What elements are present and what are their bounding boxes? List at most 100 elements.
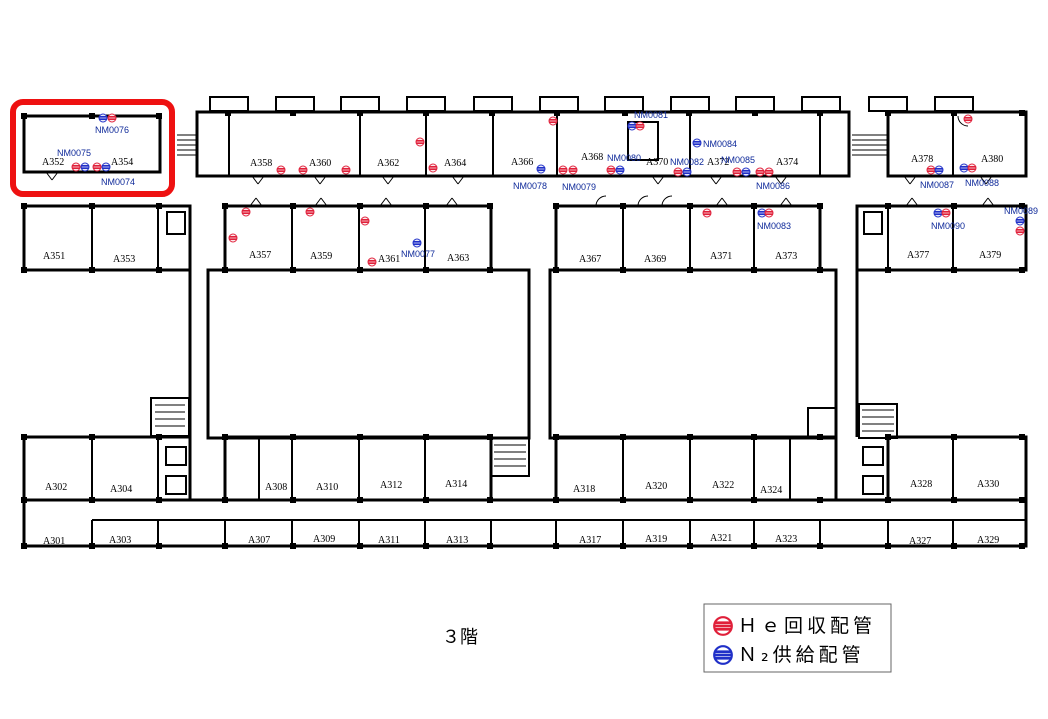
he-marker xyxy=(92,162,102,172)
nm-label: NM0088 xyxy=(965,178,999,188)
n2-marker xyxy=(934,165,944,175)
nm-label: NM0085 xyxy=(721,155,755,165)
room-label: A303 xyxy=(109,535,131,546)
stairs-top-right xyxy=(852,134,888,156)
room-label: A377 xyxy=(907,250,929,261)
room-label: A371 xyxy=(710,251,732,262)
n2-marker xyxy=(98,113,108,123)
room-label: A327 xyxy=(909,536,931,547)
room-label: A359 xyxy=(310,251,332,262)
he-marker xyxy=(926,165,936,175)
room-label: A378 xyxy=(911,154,933,165)
he-marker xyxy=(558,165,568,175)
room-label: A372 xyxy=(707,157,729,168)
room-label: A309 xyxy=(313,534,335,545)
he-marker xyxy=(673,167,683,177)
nm-label: NM0083 xyxy=(757,221,791,231)
he-marker xyxy=(963,114,973,124)
room-label: A320 xyxy=(645,481,667,492)
legend-label-he: Ｈｅ回収配管 xyxy=(738,615,876,637)
room-label: A328 xyxy=(910,479,932,490)
room-label: A364 xyxy=(444,158,466,169)
highlight-box xyxy=(10,99,175,197)
n2-marker xyxy=(627,121,637,131)
n2-marker xyxy=(536,164,546,174)
room-label: A379 xyxy=(979,250,1001,261)
n2-marker xyxy=(412,238,422,248)
n2-marker xyxy=(959,163,969,173)
structural-columns xyxy=(21,110,1025,549)
nm-label: NM0079 xyxy=(562,182,596,192)
he-marker xyxy=(732,167,742,177)
he-marker xyxy=(1015,226,1025,236)
room-label: A313 xyxy=(446,535,468,546)
room-label: A358 xyxy=(250,158,272,169)
room-label: A329 xyxy=(977,535,999,546)
top-wing xyxy=(22,110,1028,178)
room-label: A308 xyxy=(265,482,287,493)
room-label: A368 xyxy=(581,152,603,163)
nm-label: NM0075 xyxy=(57,148,91,158)
room-label: A373 xyxy=(775,251,797,262)
room-label: A357 xyxy=(249,250,271,261)
room-label: A374 xyxy=(776,157,798,168)
he-marker xyxy=(107,113,117,123)
courtyards xyxy=(188,268,859,440)
nm-labels: NM0076 NM0075 NM0074 NM0078 NM0079 NM008… xyxy=(57,110,1038,259)
he-marker xyxy=(71,162,81,172)
nm-label: NM0086 xyxy=(756,181,790,191)
he-marker xyxy=(305,207,315,217)
pipe-markers xyxy=(71,113,1025,267)
room-label: A380 xyxy=(981,154,1003,165)
room-label: A310 xyxy=(316,482,338,493)
he-marker xyxy=(755,167,765,177)
he-marker xyxy=(702,208,712,218)
room-label: A312 xyxy=(380,480,402,491)
n2-marker xyxy=(692,138,702,148)
room-label: A370 xyxy=(646,157,668,168)
n2-marker xyxy=(741,167,751,177)
he-marker xyxy=(764,167,774,177)
bottom-wing xyxy=(22,435,1028,548)
nm-label: NM0087 xyxy=(920,180,954,190)
n2-marker xyxy=(80,162,90,172)
room-label: A360 xyxy=(309,158,331,169)
room-label: A304 xyxy=(110,484,132,495)
he-marker xyxy=(635,121,645,131)
stairs-top-left xyxy=(177,134,197,156)
n2-marker xyxy=(1015,216,1025,226)
room-label: A369 xyxy=(644,254,666,265)
nm-label: NM0089 xyxy=(1004,206,1038,216)
he-marker xyxy=(941,208,951,218)
legend-label-n2: Ｎ₂供給配管 xyxy=(738,644,865,666)
he-marker xyxy=(298,165,308,175)
room-label: A362 xyxy=(377,158,399,169)
he-marker xyxy=(228,233,238,243)
nm-label: NM0076 xyxy=(95,125,129,135)
room-label: A322 xyxy=(712,480,734,491)
nm-label: NM0090 xyxy=(931,221,965,231)
he-marker xyxy=(764,208,774,218)
room-labels: A352 A354 A358 A360 A362 A364 A366 A368 … xyxy=(42,152,1003,547)
room-label: A311 xyxy=(378,535,400,546)
room-label: A323 xyxy=(775,534,797,545)
room-label: A354 xyxy=(111,157,133,168)
n2-marker xyxy=(933,208,943,218)
n2-marker xyxy=(682,167,692,177)
he-marker xyxy=(360,216,370,226)
floor-label: ３階 xyxy=(442,627,478,648)
room-label: A321 xyxy=(710,533,732,544)
nm-label: NM0077 xyxy=(401,249,435,259)
n2-marker xyxy=(101,162,111,172)
stairwells xyxy=(150,397,898,477)
legend: Ｈｅ回収配管 Ｎ₂供給配管 xyxy=(703,603,892,673)
red-striped-circle-icon xyxy=(712,615,734,637)
nm-label: NM0084 xyxy=(703,139,737,149)
he-marker xyxy=(276,165,286,175)
nm-label: NM0080 xyxy=(607,153,641,163)
room-label: A302 xyxy=(45,482,67,493)
he-marker xyxy=(548,116,558,126)
door-swings xyxy=(45,115,995,207)
room-label: A319 xyxy=(645,534,667,545)
